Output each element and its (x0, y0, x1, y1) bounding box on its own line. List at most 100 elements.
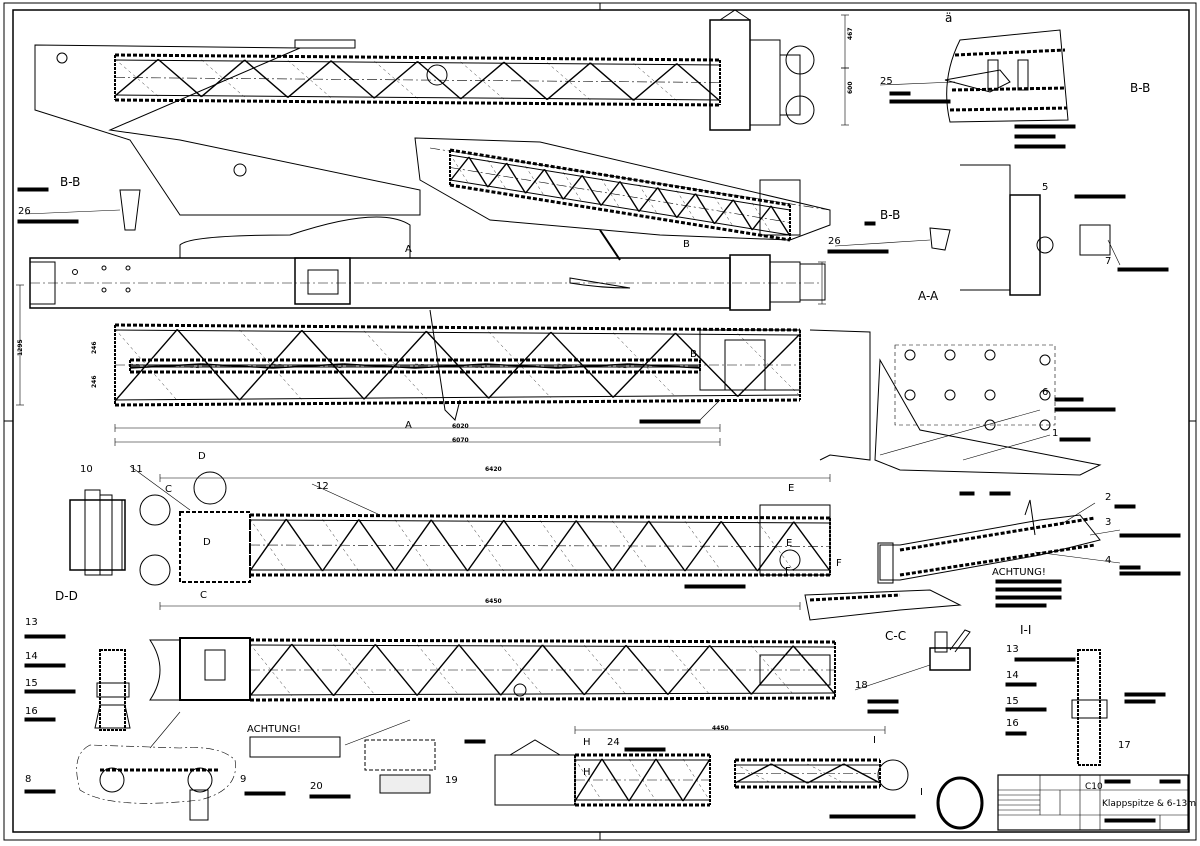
truss-member (625, 645, 669, 695)
drawing-line (1034, 551, 1121, 564)
truss-member (249, 643, 292, 696)
drawing-line (1071, 699, 1108, 719)
item-number: 26 (828, 236, 841, 247)
truss-member (114, 59, 721, 66)
item-number: 13 (1006, 644, 1019, 655)
drawing-line (1017, 59, 1029, 91)
drawing-line (429, 309, 461, 421)
truss-member (601, 758, 630, 802)
truss-member (648, 520, 686, 572)
truss-member (333, 644, 376, 696)
drawing-line (101, 287, 107, 293)
truss-member (449, 148, 791, 207)
drawing-line (834, 239, 931, 247)
title-block-sheet-code: C10 (1085, 782, 1103, 792)
truss-member (200, 59, 246, 98)
bottom-truss-left (574, 753, 711, 807)
drawing-line (719, 9, 751, 21)
truss-member (793, 521, 831, 572)
sheave (785, 45, 815, 75)
item-number: 3 (1105, 517, 1111, 528)
item-number: 4 (1105, 555, 1111, 566)
inner-truss (129, 358, 701, 374)
drawing-line (72, 269, 78, 275)
drawing-line (99, 767, 125, 793)
sheave-head (193, 471, 227, 505)
truss-member (539, 520, 577, 572)
item-number: 14 (1006, 670, 1019, 681)
item-number: 11 (130, 464, 143, 475)
item-number: 19 (445, 775, 458, 786)
section-13-16 (99, 649, 126, 731)
truss-member (333, 643, 376, 697)
truss-member (807, 763, 844, 784)
truss-member (543, 168, 564, 200)
cut-marker-d: D (203, 537, 211, 548)
note-text-block (1104, 779, 1131, 784)
truss-member (414, 363, 487, 369)
truss-member (619, 181, 640, 212)
drawing-line (809, 593, 901, 602)
note-text-block (1159, 779, 1181, 784)
bolt-hole (904, 349, 916, 361)
drawing-line (769, 261, 801, 303)
truss-member (291, 644, 334, 696)
note-text-block (1114, 504, 1136, 509)
cut-marker-b: B (683, 239, 690, 250)
note-text-block (867, 709, 899, 714)
adapter-flange (69, 499, 126, 571)
bolt-hole (984, 419, 996, 431)
note-text-block (1054, 407, 1116, 412)
truss-member (449, 179, 791, 236)
item-number: 7 (1105, 256, 1111, 267)
drawing-line (724, 339, 766, 391)
drawing-line (307, 269, 339, 295)
beam-head (729, 254, 771, 311)
hinge-frame (179, 511, 251, 583)
note-text-block (1119, 571, 1181, 576)
item-number: 14 (25, 651, 38, 662)
drawing-line (24, 209, 121, 215)
truss-member (770, 205, 791, 237)
truss-member (343, 363, 416, 369)
main-truss (114, 323, 801, 407)
truss-member (129, 363, 202, 369)
truss-member (394, 519, 432, 572)
note-text-block (244, 791, 286, 796)
drawing-line (949, 106, 1068, 112)
item-number: 25 (880, 76, 893, 87)
dimension-6070: 6070 (452, 437, 469, 444)
pin-detail (364, 739, 436, 771)
truss-member (114, 329, 801, 336)
truss-member (375, 644, 418, 696)
note-text-block (995, 595, 1062, 600)
truss-member (542, 644, 585, 695)
drawing-line (934, 631, 948, 653)
truss-member (249, 519, 831, 524)
truss-member (272, 363, 344, 369)
truss-member (449, 183, 791, 242)
note-text-block (889, 99, 951, 104)
truss-member (460, 61, 505, 100)
truss-member (657, 187, 678, 219)
note-text-block (1119, 533, 1181, 538)
truss-member (751, 645, 794, 695)
hinge-pin (139, 494, 171, 526)
drawing-line (1107, 239, 1121, 266)
drawing-line (189, 789, 209, 821)
truss-member (487, 162, 508, 188)
item-number: 20 (310, 781, 323, 792)
drawing-line (94, 704, 131, 729)
note-text-block (24, 634, 66, 639)
dimension-6020: 6020 (452, 423, 469, 430)
hole-pattern (894, 344, 1056, 426)
section-c-c (929, 647, 971, 671)
truss-member (468, 156, 489, 188)
note-text-block (1014, 144, 1066, 149)
truss-member (114, 53, 721, 62)
truss-end-frame (494, 754, 576, 806)
truss-member (628, 758, 657, 802)
item-number: 16 (25, 706, 38, 717)
drawing-line (944, 69, 1011, 93)
